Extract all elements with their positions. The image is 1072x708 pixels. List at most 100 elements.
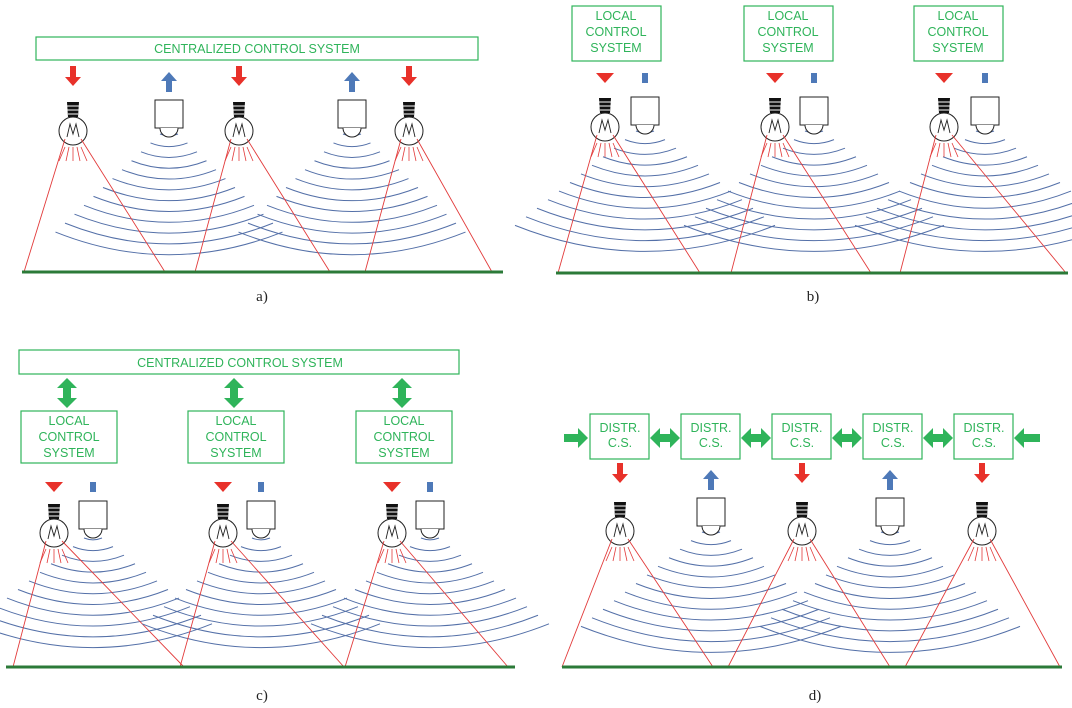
red-signal-wedge-icon [383, 482, 401, 492]
light-bulb-icon [394, 101, 424, 146]
light-ray [80, 146, 88, 162]
sensor-wave [398, 554, 462, 562]
sensor-wave [716, 199, 912, 220]
green-arrow-icon [564, 428, 588, 448]
sensor-wave [196, 580, 326, 595]
red-down-arrow-icon [612, 463, 628, 483]
centralized-control-label: CENTRALIZED CONTROL SYSTEM [154, 42, 360, 56]
local-control-label-line: CONTROL [757, 25, 818, 39]
sensor-wave [836, 565, 944, 578]
local-control-label-line: LOCAL [768, 9, 809, 23]
presence-sensor-icon [415, 500, 445, 539]
green-arrow-icon [1014, 428, 1040, 448]
light-beam [23, 138, 166, 273]
distributed-control-box [771, 413, 832, 460]
light-ray [760, 142, 768, 158]
presence-sensor-icon [154, 99, 184, 138]
green-double-arrow-icon [741, 428, 771, 448]
green-double-arrow-icon [224, 378, 244, 408]
sensor-wave [376, 571, 484, 584]
light-beam [899, 134, 1067, 274]
light-ray [605, 546, 613, 562]
blue-signal-bar-icon [811, 73, 817, 83]
local-control-label-line: CONTROL [205, 430, 266, 444]
sensor-wave [690, 540, 732, 546]
blue-signal-bar-icon [642, 73, 648, 83]
sensor-wave [314, 160, 390, 169]
light-ray [224, 146, 232, 162]
distributed-control-label-line: DISTR. [964, 421, 1005, 435]
local-control-label-line: LOCAL [596, 9, 637, 23]
sensor-wave [0, 623, 213, 649]
light-beam [904, 538, 1061, 668]
centralized-control-box [18, 349, 460, 375]
distributed-control-label-line: C.S. [790, 436, 814, 450]
presence-sensor-icon [875, 497, 905, 536]
sensor-wave [321, 614, 539, 638]
sensor-wave [876, 207, 1072, 231]
green-double-arrow-icon [832, 428, 862, 448]
light-ray [39, 548, 47, 564]
sensor-wave [525, 216, 765, 242]
green-double-arrow-icon [392, 378, 412, 408]
light-ray [401, 146, 406, 162]
sensor-wave [332, 606, 528, 627]
sensor-wave [858, 548, 922, 556]
light-ray [208, 548, 216, 564]
presence-sensor-icon [799, 96, 829, 135]
distributed-control-box [862, 413, 923, 460]
sensor-wave [825, 574, 955, 589]
sensor-wave [558, 190, 732, 209]
sensor-wave [803, 591, 977, 610]
light-beam [557, 134, 701, 274]
local-control-box [571, 5, 662, 62]
red-down-arrow-icon [401, 66, 417, 86]
caption-a: a) [256, 289, 268, 305]
sensor-wave [64, 222, 274, 245]
red-signal-wedge-icon [596, 73, 614, 83]
light-ray [242, 146, 247, 162]
panel-a-centralized: CENTRALIZED CONTROL SYSTEM a) [22, 36, 503, 305]
light-beam [730, 134, 872, 274]
light-ray [929, 142, 937, 158]
blue-signal-bar-icon [427, 482, 433, 492]
light-beam [364, 138, 493, 273]
sensor-wave [39, 571, 147, 584]
sensor-wave [847, 557, 933, 567]
sensor-wave [93, 195, 245, 212]
sensor-wave [240, 546, 282, 552]
light-ray [215, 548, 220, 564]
sensor-wave [420, 537, 440, 541]
light-ray [951, 142, 959, 158]
light-ray [46, 548, 51, 564]
sensor-wave [163, 606, 359, 627]
light-ray [623, 546, 628, 562]
sensor-wave [266, 204, 438, 223]
sensor-wave [365, 580, 495, 595]
distributed-control-label-line: DISTR. [873, 421, 914, 435]
sensor-wave [207, 571, 315, 584]
sensor-wave [759, 625, 1021, 653]
sensor-wave [323, 151, 381, 158]
light-ray [974, 546, 979, 562]
sensor-wave [102, 187, 236, 202]
light-bulb-icon [929, 97, 959, 142]
sensor-wave [953, 147, 1017, 155]
blue-signal-bar-icon [982, 73, 988, 83]
green-double-arrow-icon [650, 428, 680, 448]
sensor-wave [141, 623, 381, 649]
light-beam [194, 138, 331, 273]
sensor-wave [781, 608, 999, 632]
light-bulb-icon [208, 503, 238, 548]
local-control-label-line: SYSTEM [590, 41, 641, 55]
light-ray [612, 142, 620, 158]
light-ray [377, 548, 385, 564]
sensor-wave [792, 600, 988, 621]
sensor-wave [705, 207, 923, 231]
light-ray [597, 142, 602, 158]
sensor-wave [547, 199, 743, 220]
sensor-wave [174, 597, 348, 616]
light-bulb-icon [760, 97, 790, 142]
light-ray [394, 146, 402, 162]
light-ray [246, 146, 254, 162]
